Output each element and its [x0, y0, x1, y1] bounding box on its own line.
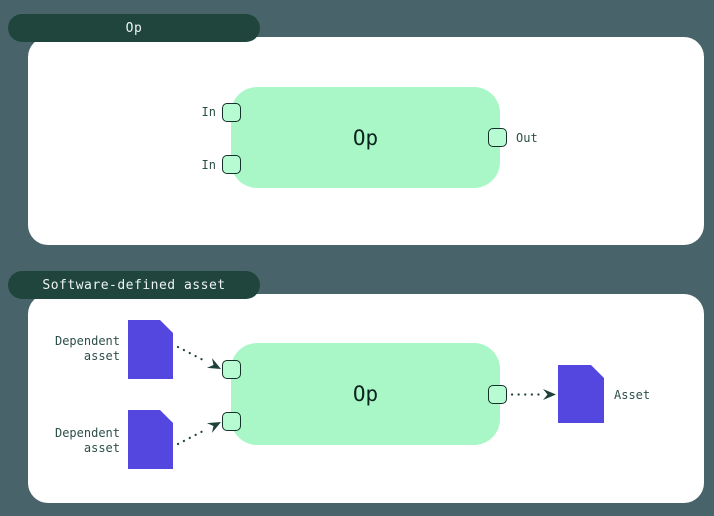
asset-document-icon: [558, 365, 604, 423]
dependent-asset1-label: Dependent asset: [40, 334, 120, 364]
dependent-asset1-line1: Dependent: [54, 334, 120, 348]
dependent-asset2-line1: Dependent: [54, 426, 120, 440]
sda-op-node-label: Op: [352, 382, 379, 406]
op-input1-port: [222, 103, 241, 122]
dependent-asset2-line2: asset: [83, 441, 120, 455]
dependent-asset1-document-icon: [128, 320, 173, 379]
tab-op-label: Op: [125, 20, 143, 36]
op-input2-label: In: [201, 158, 216, 172]
sda-input1-port: [222, 360, 241, 379]
op-output-label: Out: [516, 131, 538, 145]
asset-label: Asset: [614, 388, 651, 402]
sda-op-node: Op: [231, 343, 500, 445]
dependent-asset2-label: Dependent asset: [40, 426, 120, 456]
tab-op: Op: [8, 14, 260, 42]
op-output-port: [488, 128, 507, 147]
tab-sda-label: Software-defined asset: [42, 277, 226, 293]
sda-input2-port: [222, 412, 241, 431]
op-input2-port: [222, 155, 241, 174]
dependent-asset1-line2: asset: [83, 349, 120, 363]
tab-sda: Software-defined asset: [8, 271, 260, 299]
op-input1-label: In: [201, 105, 216, 119]
op-node-label: Op: [352, 125, 379, 150]
op-node: Op: [231, 87, 500, 188]
dependent-asset2-document-icon: [128, 410, 173, 469]
sda-output-port: [488, 385, 507, 404]
